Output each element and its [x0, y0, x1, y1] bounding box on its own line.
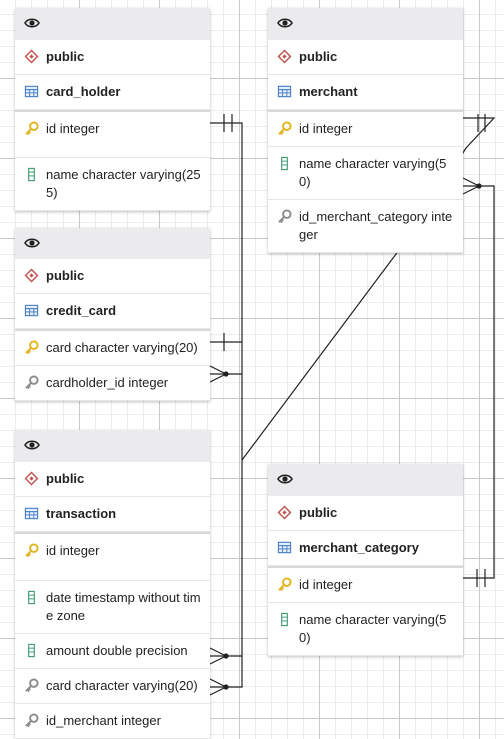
table-node-transaction[interactable]: public transaction id integer date timestam…	[15, 430, 210, 739]
column-row-id-merchant-category[interactable]: id_merchant_category integer	[268, 200, 463, 253]
link-transaction-merchant-diagonal	[241, 221, 421, 461]
schema-icon	[277, 505, 292, 520]
table-name-row[interactable]: merchant_category	[268, 531, 463, 566]
eye-icon[interactable]	[23, 437, 41, 453]
eye-icon[interactable]	[276, 471, 294, 487]
table-name-row[interactable]: transaction	[15, 497, 210, 532]
many-dot-cardholder-id	[223, 371, 229, 377]
column-row-date[interactable]: date timestamp without time zone	[15, 581, 210, 634]
column-row-name[interactable]: name character varying(255)	[15, 158, 210, 211]
table-node-header[interactable]	[268, 464, 463, 496]
schema-row-label: public	[299, 505, 338, 520]
column-row-name-label: name character varying(50)	[299, 156, 447, 189]
column-icon	[277, 612, 292, 627]
primary-key-icon	[24, 543, 39, 558]
foreign-key-icon	[24, 375, 39, 390]
column-row-id[interactable]: id integer	[268, 110, 463, 147]
table-node-header[interactable]	[15, 430, 210, 462]
link-merchant-category	[462, 177, 495, 579]
eye-icon[interactable]	[276, 15, 294, 31]
schema-row-label: public	[299, 49, 338, 64]
primary-key-icon	[24, 340, 39, 355]
schema-icon	[24, 49, 39, 64]
table-icon	[24, 84, 39, 99]
foreign-key-icon	[277, 209, 292, 224]
table-icon	[24, 506, 39, 521]
schema-row-label: public	[46, 49, 85, 64]
column-row-date-label: date timestamp without time zone	[46, 590, 201, 623]
table-name-row-label: card_holder	[46, 84, 121, 99]
schema-icon	[277, 49, 292, 64]
column-row-cardholder-id-label: cardholder_id integer	[46, 375, 169, 390]
many-dot-id-merchant-category	[476, 183, 482, 189]
many-dot-transaction-card	[223, 653, 229, 659]
column-row-id[interactable]: id integer	[15, 532, 210, 581]
one-marker-merchant-category	[476, 569, 486, 587]
table-name-row-label: credit_card	[46, 303, 117, 318]
one-marker-card-holder	[223, 114, 233, 132]
schema-row[interactable]: public	[268, 496, 463, 531]
table-node-header[interactable]	[15, 228, 210, 259]
primary-key-icon	[277, 121, 292, 136]
column-icon	[277, 156, 292, 171]
column-row-name-label: name character varying(255)	[46, 167, 201, 200]
schema-icon	[24, 471, 39, 486]
column-row-id-merchant-category-label: id_merchant_category integer	[299, 209, 453, 242]
schema-row-label: public	[46, 471, 85, 486]
column-row-amount[interactable]: amount double precision	[15, 634, 210, 669]
column-row-id-label: id integer	[299, 121, 353, 136]
many-dot-id-merchant	[223, 684, 229, 690]
schema-row[interactable]: public	[15, 462, 210, 497]
column-row-id-merchant[interactable]: id_merchant integer	[15, 704, 210, 739]
column-row-card-label: card character varying(20)	[46, 340, 198, 355]
foreign-key-icon	[24, 678, 39, 693]
table-name-row[interactable]: credit_card	[15, 294, 210, 329]
foreign-key-icon	[24, 713, 39, 728]
eye-icon[interactable]	[23, 235, 41, 251]
column-icon	[24, 167, 39, 182]
table-node-merchant[interactable]: public merchant id integer name character v…	[268, 8, 463, 253]
column-row-card[interactable]: card character varying(20)	[15, 669, 210, 704]
table-icon	[277, 84, 292, 99]
primary-key-icon	[277, 577, 292, 592]
table-name-row-label: merchant	[299, 84, 358, 99]
column-row-cardholder-id[interactable]: cardholder_id integer	[15, 366, 210, 401]
schema-row[interactable]: public	[15, 40, 210, 75]
column-row-name[interactable]: name character varying(50)	[268, 603, 463, 656]
column-row-card[interactable]: card character varying(20)	[15, 329, 210, 366]
column-row-id[interactable]: id integer	[268, 566, 463, 603]
column-row-id[interactable]: id integer	[15, 110, 210, 158]
table-name-row[interactable]: merchant	[268, 75, 463, 110]
schema-row-label: public	[46, 268, 85, 283]
link-bus-line	[210, 122, 243, 655]
table-node-header[interactable]	[268, 8, 463, 40]
table-icon	[277, 540, 292, 555]
column-row-name-label: name character varying(50)	[299, 612, 447, 645]
relationship-links	[209, 114, 496, 696]
schema-icon	[24, 268, 39, 283]
column-row-id-label: id integer	[46, 543, 100, 558]
column-icon	[24, 643, 39, 658]
schema-row[interactable]: public	[268, 40, 463, 75]
column-icon	[24, 590, 39, 605]
table-name-row[interactable]: card_holder	[15, 75, 210, 110]
column-row-name[interactable]: name character varying(50)	[268, 147, 463, 200]
primary-key-icon	[24, 121, 39, 136]
column-row-id-label: id integer	[299, 577, 353, 592]
one-marker-merchant	[477, 114, 486, 132]
column-row-id-label: id integer	[46, 121, 100, 136]
schema-row[interactable]: public	[15, 259, 210, 294]
column-row-id-merchant-label: id_merchant integer	[46, 713, 161, 728]
eye-icon[interactable]	[23, 15, 41, 31]
table-name-row-label: transaction	[46, 506, 117, 521]
table-name-row-label: merchant_category	[299, 540, 419, 555]
column-row-card-label: card character varying(20)	[46, 678, 198, 693]
table-icon	[24, 303, 39, 318]
column-row-amount-label: amount double precision	[46, 643, 188, 658]
table-node-header[interactable]	[15, 8, 210, 40]
